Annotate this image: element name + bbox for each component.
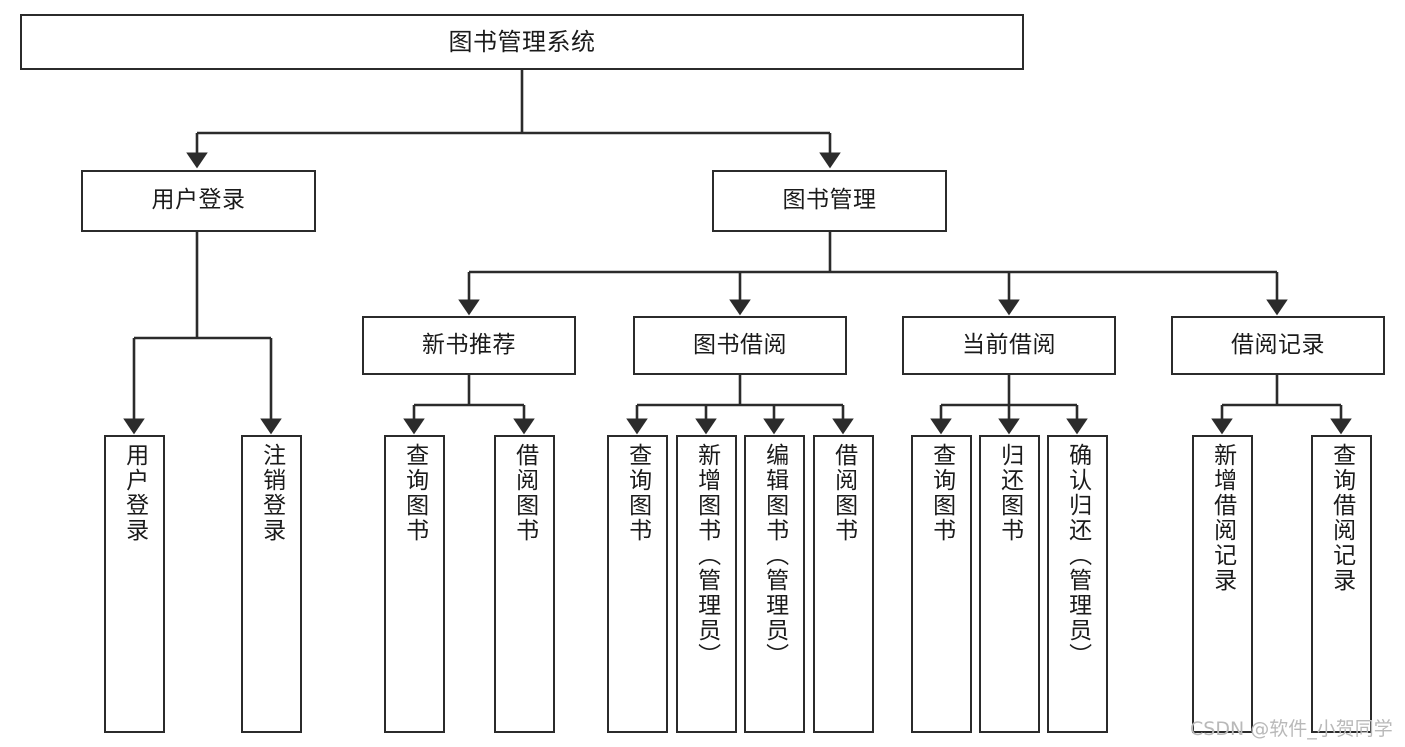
node-root-book-management-system[interactable]: 图书管理系统 — [20, 14, 1024, 70]
leaf-query-borrow-record[interactable]: 查询借阅记录 — [1311, 435, 1372, 733]
node-label: 用户登录 — [121, 443, 148, 543]
node-current-borrowing[interactable]: 当前借阅 — [902, 316, 1116, 375]
node-label: 注销登录 — [258, 443, 285, 543]
node-label: 查询图书 — [401, 443, 428, 543]
node-label: 编辑图书（管理员） — [761, 443, 788, 668]
leaf-query-book-new-rec[interactable]: 查询图书 — [384, 435, 445, 733]
node-label: 确认归还（管理员） — [1064, 443, 1091, 668]
node-label: 借阅图书 — [830, 443, 857, 543]
node-label: 新书推荐 — [422, 331, 516, 358]
node-book-management[interactable]: 图书管理 — [712, 170, 947, 232]
node-label: 当前借阅 — [962, 331, 1056, 358]
node-label: 借阅记录 — [1231, 331, 1325, 358]
node-label: 查询图书 — [928, 443, 955, 543]
leaf-add-borrow-record[interactable]: 新增借阅记录 — [1192, 435, 1253, 733]
leaf-confirm-return-admin[interactable]: 确认归还（管理员） — [1047, 435, 1108, 733]
leaf-edit-book-admin[interactable]: 编辑图书（管理员） — [744, 435, 805, 733]
leaf-borrow-book-new-rec[interactable]: 借阅图书 — [494, 435, 555, 733]
node-label: 归还图书 — [996, 443, 1023, 543]
leaf-logout[interactable]: 注销登录 — [241, 435, 302, 733]
node-label: 用户登录 — [151, 187, 246, 214]
node-user-login[interactable]: 用户登录 — [81, 170, 316, 232]
node-borrow-records[interactable]: 借阅记录 — [1171, 316, 1385, 375]
leaf-add-book-admin[interactable]: 新增图书（管理员） — [676, 435, 737, 733]
node-label: 查询借阅记录 — [1328, 443, 1355, 593]
node-label: 借阅图书 — [511, 443, 538, 543]
leaf-query-book-current[interactable]: 查询图书 — [911, 435, 972, 733]
node-label: 图书管理 — [782, 187, 877, 214]
csdn-watermark: CSDN @软件_小贺同学 — [1190, 718, 1393, 740]
node-label: 查询图书 — [624, 443, 651, 543]
node-book-borrowing[interactable]: 图书借阅 — [633, 316, 847, 375]
node-label: 新增图书（管理员） — [693, 443, 720, 668]
leaf-user-login[interactable]: 用户登录 — [104, 435, 165, 733]
node-new-book-recommendation[interactable]: 新书推荐 — [362, 316, 576, 375]
node-label: 图书管理系统 — [448, 27, 596, 56]
leaf-query-book-borrowing[interactable]: 查询图书 — [607, 435, 668, 733]
leaf-return-book[interactable]: 归还图书 — [979, 435, 1040, 733]
leaf-borrow-book-borrowing[interactable]: 借阅图书 — [813, 435, 874, 733]
node-label: 新增借阅记录 — [1209, 443, 1236, 593]
node-label: 图书借阅 — [693, 331, 787, 358]
